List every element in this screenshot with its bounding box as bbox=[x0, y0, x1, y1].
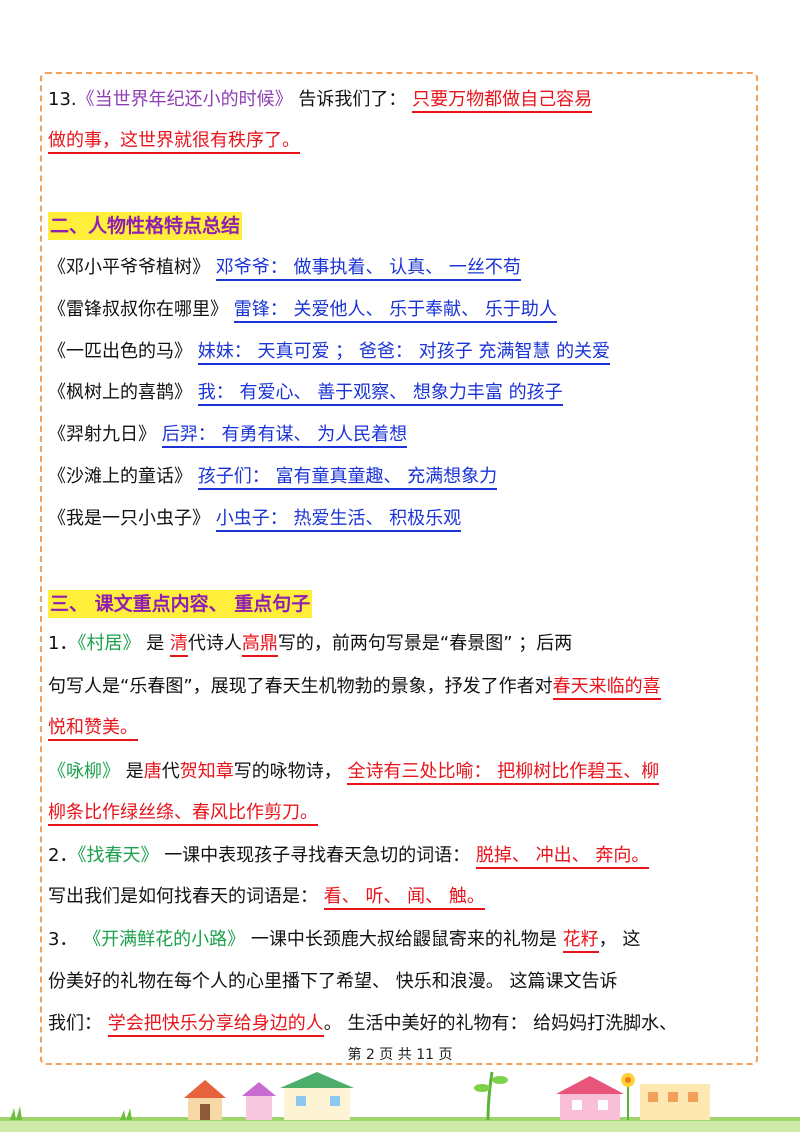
character-row: 《沙滩上的童话》 孩子们： 富有童真童趣、 充满想象力 bbox=[48, 465, 498, 490]
item13-line2: 做的事，这世界就很有秩序了。 bbox=[48, 129, 300, 154]
house-icon bbox=[280, 1072, 354, 1120]
item13-line1: 13.《当世界年纪还小的时候》 告诉我们了： 只要万物都做自己容易 bbox=[48, 88, 593, 113]
page-number: 第 2 页 共 11 页 bbox=[347, 1047, 453, 1063]
p3-line3: 我们： 学会把快乐分享给身边的人。 生活中美好的礼物有： 给妈妈打洗脚水、 bbox=[48, 1012, 677, 1037]
p2-line2: 写出我们是如何找春天的词语是： 看、 听、 闻、 触。 bbox=[48, 885, 485, 910]
p1b-line1: 《咏柳》 是唐代贺知章写的咏物诗， 全诗有三处比喻： 把柳树比作碧玉、柳 bbox=[48, 760, 660, 785]
character-row: 《枫树上的喜鹊》 我： 有爱心、 善于观察、 想象力丰富 的孩子 bbox=[48, 381, 563, 406]
p1-line2: 句写人是“乐春图”，展现了春天生机物勃的景象，抒发了作者对春天来临的喜 bbox=[48, 675, 661, 700]
house-icon bbox=[640, 1084, 710, 1120]
sprout-icon bbox=[474, 1071, 508, 1121]
section3-heading: 三、 课文重点内容、 重点句子 bbox=[48, 590, 313, 618]
character-row: 《羿射九日》 后羿： 有勇有谋、 为人民着想 bbox=[48, 423, 408, 448]
p1-line3: 悦和赞美。 bbox=[48, 716, 138, 741]
character-row: 《邓小平爷爷植树》 邓爷爷： 做事执着、 认真、 一丝不苟 bbox=[48, 256, 521, 281]
p2-line1: 2．《找春天》 一课中表现孩子寻找春天急切的词语： 脱掉、 冲出、 奔向。 bbox=[48, 844, 650, 869]
house-icon bbox=[556, 1076, 624, 1120]
p1b-line2: 柳条比作绿丝绦、春风比作剪刀。 bbox=[48, 801, 318, 826]
p3-line1: 3． 《开满鲜花的小路》 一课中长颈鹿大叔给鼹鼠寄来的礼物是 花籽， 这 bbox=[48, 928, 640, 953]
house-icon bbox=[184, 1080, 226, 1120]
p1-line1: 1．《村居》 是 清代诗人高鼎写的，前两句写景是“春景图” ；后两 bbox=[48, 632, 572, 657]
p3-line2: 份美好的礼物在每个人的心里播下了希望、 快乐和浪漫。 这篇课文告诉 bbox=[48, 971, 618, 992]
page-border bbox=[40, 72, 758, 1065]
grass-tuft-icon bbox=[10, 1106, 132, 1120]
item13-title: 《当世界年纪还小的时候》 bbox=[76, 89, 293, 110]
character-row: 《雷锋叔叔你在哪里》 雷锋： 关爱他人、 乐于奉献、 乐于助人 bbox=[48, 298, 557, 323]
character-row: 《我是一只小虫子》 小虫子： 热爱生活、 积极乐观 bbox=[48, 507, 462, 532]
village-decoration bbox=[0, 1071, 800, 1132]
section2-heading: 二、人物性格特点总结 bbox=[48, 212, 243, 240]
flower-icon bbox=[621, 1073, 635, 1120]
house-icon bbox=[242, 1082, 276, 1120]
character-row: 《一匹出色的马》 妹妹： 天真可爱 ； 爸爸： 对孩子 充满智慧 的关爱 bbox=[48, 340, 611, 365]
item13-answer: 只要万物都做自己容易 bbox=[412, 89, 593, 113]
